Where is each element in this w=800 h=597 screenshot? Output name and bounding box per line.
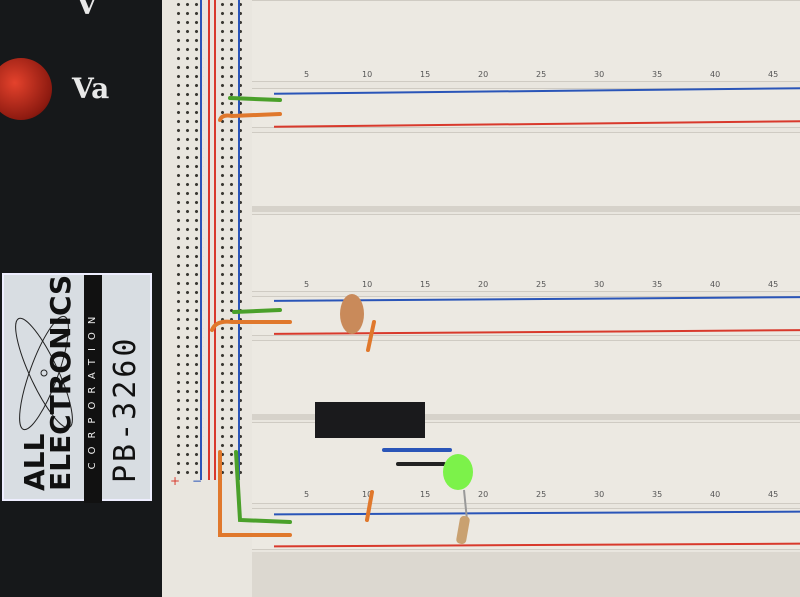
column-number: 45: [768, 70, 779, 79]
brand-line2: ELECTRONICS: [44, 274, 77, 491]
column-number: 45: [768, 490, 779, 499]
column-number: 25: [536, 70, 547, 79]
green-wire: [234, 450, 292, 524]
center-channel: [252, 206, 800, 212]
plus-label: +: [170, 474, 181, 488]
column-number: 15: [420, 490, 431, 499]
column-number: 15: [420, 280, 431, 289]
orange-jumper: [365, 490, 374, 522]
orange-wire: [210, 319, 292, 332]
atom-logo-icon: [15, 315, 73, 431]
column-number: 10: [362, 280, 373, 289]
terminal-strip: [252, 214, 800, 292]
jack-label: Va: [72, 72, 110, 105]
column-number: 35: [652, 280, 663, 289]
column-number: 30: [594, 490, 605, 499]
column-number: 25: [536, 280, 547, 289]
voltage-label: V: [76, 0, 98, 21]
column-number: 40: [710, 70, 721, 79]
column-number: 5: [304, 280, 310, 289]
board-edge: [252, 552, 800, 597]
orange-wire: [218, 112, 282, 122]
column-number: 40: [710, 280, 721, 289]
terminal-strip: [252, 0, 800, 82]
center-channel: [252, 414, 800, 420]
corporation-text: CORPORATION: [84, 275, 102, 503]
model-number: PB-3260: [108, 335, 143, 483]
green-wire: [228, 96, 282, 102]
column-number: 30: [594, 70, 605, 79]
green-led: [443, 454, 473, 490]
column-number: 40: [710, 490, 721, 499]
column-number: 45: [768, 280, 779, 289]
column-number: 30: [594, 280, 605, 289]
column-number: 5: [304, 70, 310, 79]
resistor: [456, 515, 470, 545]
power-wires: [210, 96, 452, 537]
rail-blue-line: [238, 0, 240, 480]
rail-red-line: [208, 0, 210, 480]
column-number: 20: [478, 70, 489, 79]
column-number: 5: [304, 490, 310, 499]
red-binding-post: [0, 58, 52, 120]
components: [210, 96, 473, 545]
column-number: 20: [478, 280, 489, 289]
resistor-lead: [463, 489, 468, 521]
column-number: 10: [362, 70, 373, 79]
column-number: 35: [652, 70, 663, 79]
orange-jumper: [366, 320, 376, 352]
column-number: 10: [362, 490, 373, 499]
column-number: 35: [652, 490, 663, 499]
column-number: 15: [420, 70, 431, 79]
ic-chip: [315, 402, 425, 438]
breadboard: + − 5 10 15 20 25 30 35 40 45 5 10 15 20 25 30 35 40 45 5 1…: [162, 0, 800, 597]
minus-label: −: [192, 474, 203, 488]
rail-blue-line: [200, 0, 202, 480]
orange-wire: [218, 450, 292, 537]
column-number: 20: [478, 490, 489, 499]
rail-red-line: [214, 0, 216, 480]
ceramic-capacitor: [340, 294, 364, 334]
vertical-rail-holes: [174, 0, 204, 480]
column-number: 25: [536, 490, 547, 499]
green-wire: [232, 308, 282, 314]
